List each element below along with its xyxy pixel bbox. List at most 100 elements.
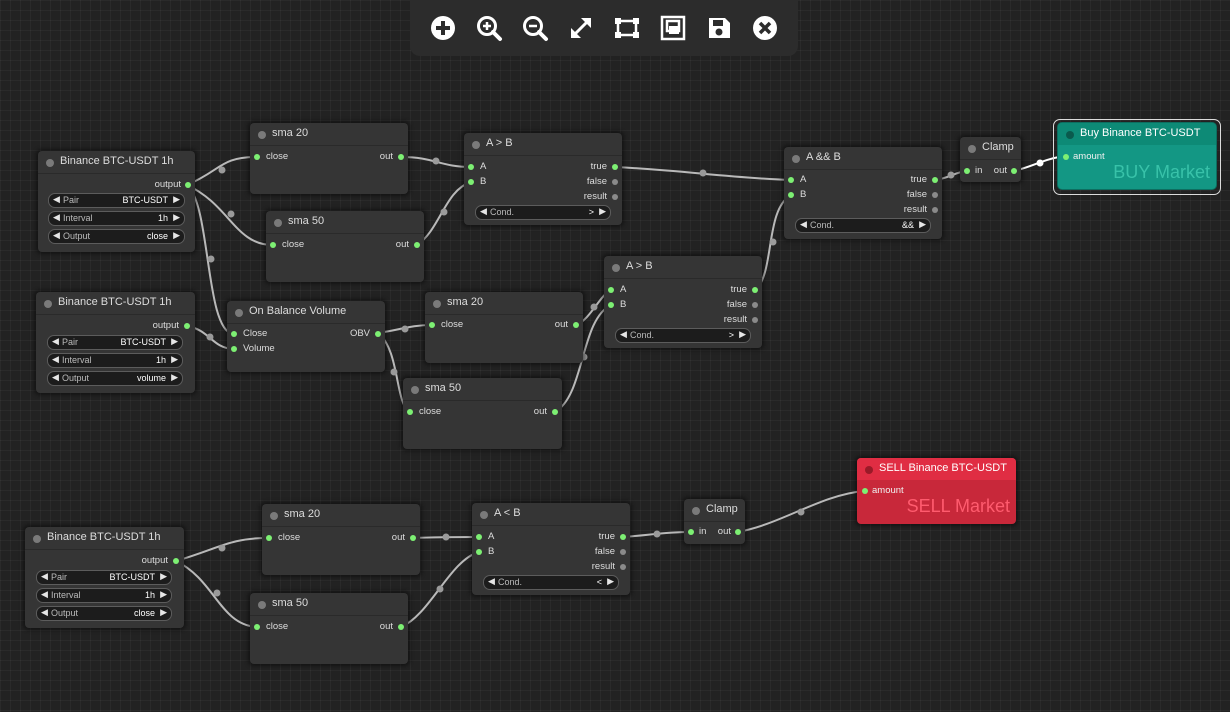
collapse-dot[interactable] xyxy=(472,141,480,149)
output-slot[interactable] xyxy=(612,179,618,185)
sma-node[interactable]: sma 50 close out xyxy=(250,593,408,664)
node-title-bar[interactable]: sma 20 xyxy=(262,504,420,527)
output-slot[interactable] xyxy=(612,164,618,170)
sma-node[interactable]: sma 20 close out xyxy=(250,123,408,194)
obv-node[interactable]: On Balance Volume Close Volume OBV xyxy=(227,301,385,372)
output-slot[interactable] xyxy=(552,409,558,415)
compare-node[interactable]: A > B A B true false result ◀Cond.>▶ xyxy=(464,133,622,225)
output-slot[interactable] xyxy=(375,331,381,337)
collapse-dot[interactable] xyxy=(865,466,873,474)
input-slot[interactable] xyxy=(270,242,276,248)
node-title-bar[interactable]: A > B xyxy=(604,256,762,279)
input-slot[interactable] xyxy=(468,164,474,170)
sma-node[interactable]: sma 50 close out xyxy=(266,211,424,282)
collapse-dot[interactable] xyxy=(792,155,800,163)
input-slot[interactable] xyxy=(608,287,614,293)
collapse-dot[interactable] xyxy=(968,145,976,153)
output-slot[interactable] xyxy=(752,302,758,308)
clamp-node[interactable]: Clamp in out xyxy=(960,137,1021,182)
input-slot[interactable] xyxy=(254,154,260,160)
input-slot[interactable] xyxy=(788,177,794,183)
node-title-bar[interactable]: sma 50 xyxy=(250,593,408,616)
output-slot[interactable] xyxy=(173,558,179,564)
output-slot[interactable] xyxy=(932,192,938,198)
condition-widget[interactable]: ◀Cond.>▶ xyxy=(475,205,611,220)
add-node-button[interactable] xyxy=(428,13,458,43)
node-title-bar[interactable]: Clamp xyxy=(684,499,745,522)
sma-node[interactable]: sma 20 close out xyxy=(262,504,420,575)
input-slot[interactable] xyxy=(688,529,694,535)
output-slot[interactable] xyxy=(620,564,626,570)
zoom-out-button[interactable] xyxy=(520,13,550,43)
input-slot[interactable] xyxy=(266,535,272,541)
input-slot[interactable] xyxy=(254,624,260,630)
node-title-bar[interactable]: sma 50 xyxy=(403,378,562,401)
compare-node[interactable]: A < B A B true false result ◀Cond.<▶ xyxy=(472,503,630,595)
fit-view-button[interactable] xyxy=(566,13,596,43)
node-title-bar[interactable]: On Balance Volume xyxy=(227,301,385,324)
collapse-dot[interactable] xyxy=(235,309,243,317)
sma-node[interactable]: sma 20 close out xyxy=(425,292,583,363)
logic-and-node[interactable]: A && B A B true false result ◀Cond.&&▶ xyxy=(784,147,942,239)
output-slot[interactable] xyxy=(612,194,618,200)
node-title-bar[interactable]: SELL Binance BTC-USDT xyxy=(857,458,1016,480)
node-title-bar[interactable]: A > B xyxy=(464,133,622,156)
input-slot[interactable] xyxy=(231,331,237,337)
collapse-dot[interactable] xyxy=(44,300,52,308)
save-button[interactable] xyxy=(704,13,734,43)
close-button[interactable] xyxy=(750,13,780,43)
input-slot[interactable] xyxy=(788,192,794,198)
input-slot[interactable] xyxy=(476,534,482,540)
node-title-bar[interactable]: A < B xyxy=(472,503,630,526)
select-area-button[interactable] xyxy=(612,13,642,43)
output-slot[interactable] xyxy=(1011,168,1017,174)
node-title-bar[interactable]: Binance BTC-USDT 1h xyxy=(36,292,195,315)
sma-node[interactable]: sma 50 close out xyxy=(403,378,562,449)
output-slot[interactable] xyxy=(735,529,741,535)
clamp-node[interactable]: Clamp in out xyxy=(684,499,745,544)
node-title-bar[interactable]: sma 20 xyxy=(250,123,408,146)
node-title-bar[interactable]: Binance BTC-USDT 1h xyxy=(38,151,195,174)
output-slot[interactable] xyxy=(414,242,420,248)
input-slot[interactable] xyxy=(468,179,474,185)
input-slot[interactable] xyxy=(429,322,435,328)
node-title-bar[interactable]: sma 50 xyxy=(266,211,424,234)
condition-widget[interactable]: ◀Cond.>▶ xyxy=(615,328,751,343)
output-slot[interactable] xyxy=(184,323,190,329)
input-slot[interactable] xyxy=(608,302,614,308)
sell-order-node[interactable]: SELL Binance BTC-USDT amount SELL Market xyxy=(857,458,1016,524)
output-slot[interactable] xyxy=(410,535,416,541)
output-slot[interactable] xyxy=(398,154,404,160)
output-slot[interactable] xyxy=(185,182,191,188)
collapse-dot[interactable] xyxy=(274,219,282,227)
output-slot[interactable] xyxy=(932,207,938,213)
collapse-dot[interactable] xyxy=(433,300,441,308)
collapse-dot[interactable] xyxy=(270,512,278,520)
input-slot[interactable] xyxy=(476,549,482,555)
compare-node[interactable]: A > B A B true false result ◀Cond.>▶ xyxy=(604,256,762,348)
output-slot[interactable] xyxy=(752,287,758,293)
node-title-bar[interactable]: Binance BTC-USDT 1h xyxy=(25,527,184,550)
collapse-dot[interactable] xyxy=(692,507,700,515)
collapse-dot[interactable] xyxy=(480,511,488,519)
collapse-dot[interactable] xyxy=(258,131,266,139)
node-title-bar[interactable]: A && B xyxy=(784,147,942,170)
collapse-dot[interactable] xyxy=(1066,131,1074,139)
collapse-dot[interactable] xyxy=(33,535,41,543)
input-slot[interactable] xyxy=(1063,154,1069,160)
collapse-dot[interactable] xyxy=(411,386,419,394)
collapse-dot[interactable] xyxy=(612,264,620,272)
output-slot[interactable] xyxy=(573,322,579,328)
buy-order-node[interactable]: Buy Binance BTC-USDT amount BUY Market xyxy=(1058,123,1216,189)
zoom-in-button[interactable] xyxy=(474,13,504,43)
node-title-bar[interactable]: Buy Binance BTC-USDT xyxy=(1058,123,1216,145)
output-slot[interactable] xyxy=(932,177,938,183)
input-slot[interactable] xyxy=(964,168,970,174)
